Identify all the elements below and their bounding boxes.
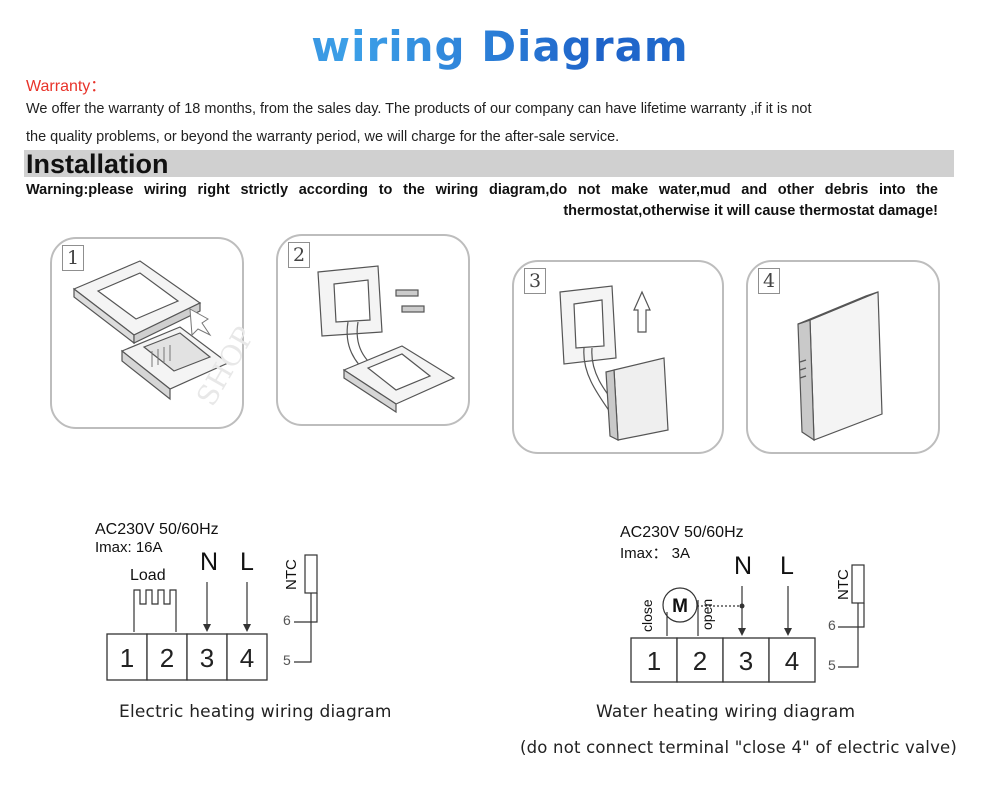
water-terminal-4: 4 bbox=[785, 646, 799, 676]
electric-neutral-label: N bbox=[200, 548, 218, 576]
electric-pin-5-label: 5 bbox=[283, 652, 291, 668]
electric-diagram-caption: Electric heating wiring diagram bbox=[119, 702, 392, 722]
step-3-number: 3 bbox=[524, 268, 546, 294]
step-3-illustration bbox=[559, 285, 669, 441]
water-ntc-label: NTC bbox=[835, 569, 852, 600]
water-power-label: AC230V 50/60Hz bbox=[620, 524, 744, 541]
step-1-illustration bbox=[72, 260, 230, 401]
water-terminal-3: 3 bbox=[739, 646, 753, 676]
step-1-number: 1 bbox=[62, 245, 84, 271]
water-motor-label: M bbox=[672, 596, 688, 617]
electric-wiring-diagram: AC230V 50/60Hz Imax: 16A Load N L NTC 6 … bbox=[95, 521, 318, 681]
step-2-illustration bbox=[317, 265, 456, 414]
electric-terminal-1: 1 bbox=[120, 643, 134, 673]
water-open-label: open bbox=[699, 599, 715, 630]
step-4-number: 4 bbox=[758, 268, 780, 294]
step-4-illustration bbox=[797, 291, 883, 442]
water-pin-6-label: 6 bbox=[828, 617, 836, 633]
electric-imax-label: Imax: 16A bbox=[95, 539, 163, 556]
electric-terminal-3: 3 bbox=[200, 643, 214, 673]
electric-terminal-2: 2 bbox=[160, 643, 174, 673]
warning-text-line-2: thermostat,otherwise it will cause therm… bbox=[563, 203, 938, 219]
electric-terminal-4: 4 bbox=[240, 643, 254, 673]
electric-power-label: AC230V 50/60Hz bbox=[95, 521, 219, 538]
step-2-number: 2 bbox=[288, 242, 310, 268]
water-diagram-caption: Water heating wiring diagram bbox=[596, 702, 856, 722]
water-close-label: close bbox=[639, 599, 655, 632]
step-3-panel: 3 bbox=[512, 260, 724, 454]
warranty-text-line-2: the quality problems, or beyond the warr… bbox=[26, 129, 620, 145]
page-title: wiring Diagram bbox=[0, 22, 1000, 71]
warranty-text-line-1: We offer the warranty of 18 months, from… bbox=[26, 101, 812, 117]
warning-text-line-1: Warning:please wiring right strictly acc… bbox=[26, 182, 938, 198]
electric-load-label: Load bbox=[130, 567, 166, 584]
water-neutral-label: N bbox=[734, 552, 752, 580]
water-terminal-2: 2 bbox=[693, 646, 707, 676]
water-live-label: L bbox=[780, 552, 794, 580]
warranty-heading: Warranty： bbox=[26, 78, 107, 95]
installation-heading-bar bbox=[24, 150, 954, 177]
electric-pin-6-label: 6 bbox=[283, 612, 291, 628]
electric-live-label: L bbox=[240, 548, 254, 576]
water-terminal-1: 1 bbox=[647, 646, 661, 676]
step-4-panel: 4 bbox=[746, 260, 940, 454]
installation-heading: Installation bbox=[26, 149, 169, 179]
step-2-panel: 2 bbox=[276, 234, 470, 426]
electric-ntc-label: NTC bbox=[283, 559, 300, 590]
water-pin-5-label: 5 bbox=[828, 657, 836, 673]
water-imax-label: Imax： 3A bbox=[620, 545, 690, 562]
step-1-panel: 1 bbox=[50, 237, 244, 429]
water-diagram-note: (do not connect terminal "close 4" of el… bbox=[520, 738, 958, 757]
water-wiring-diagram: AC230V 50/60Hz Imax： 3A N L NTC 6 5 clos… bbox=[620, 524, 865, 683]
